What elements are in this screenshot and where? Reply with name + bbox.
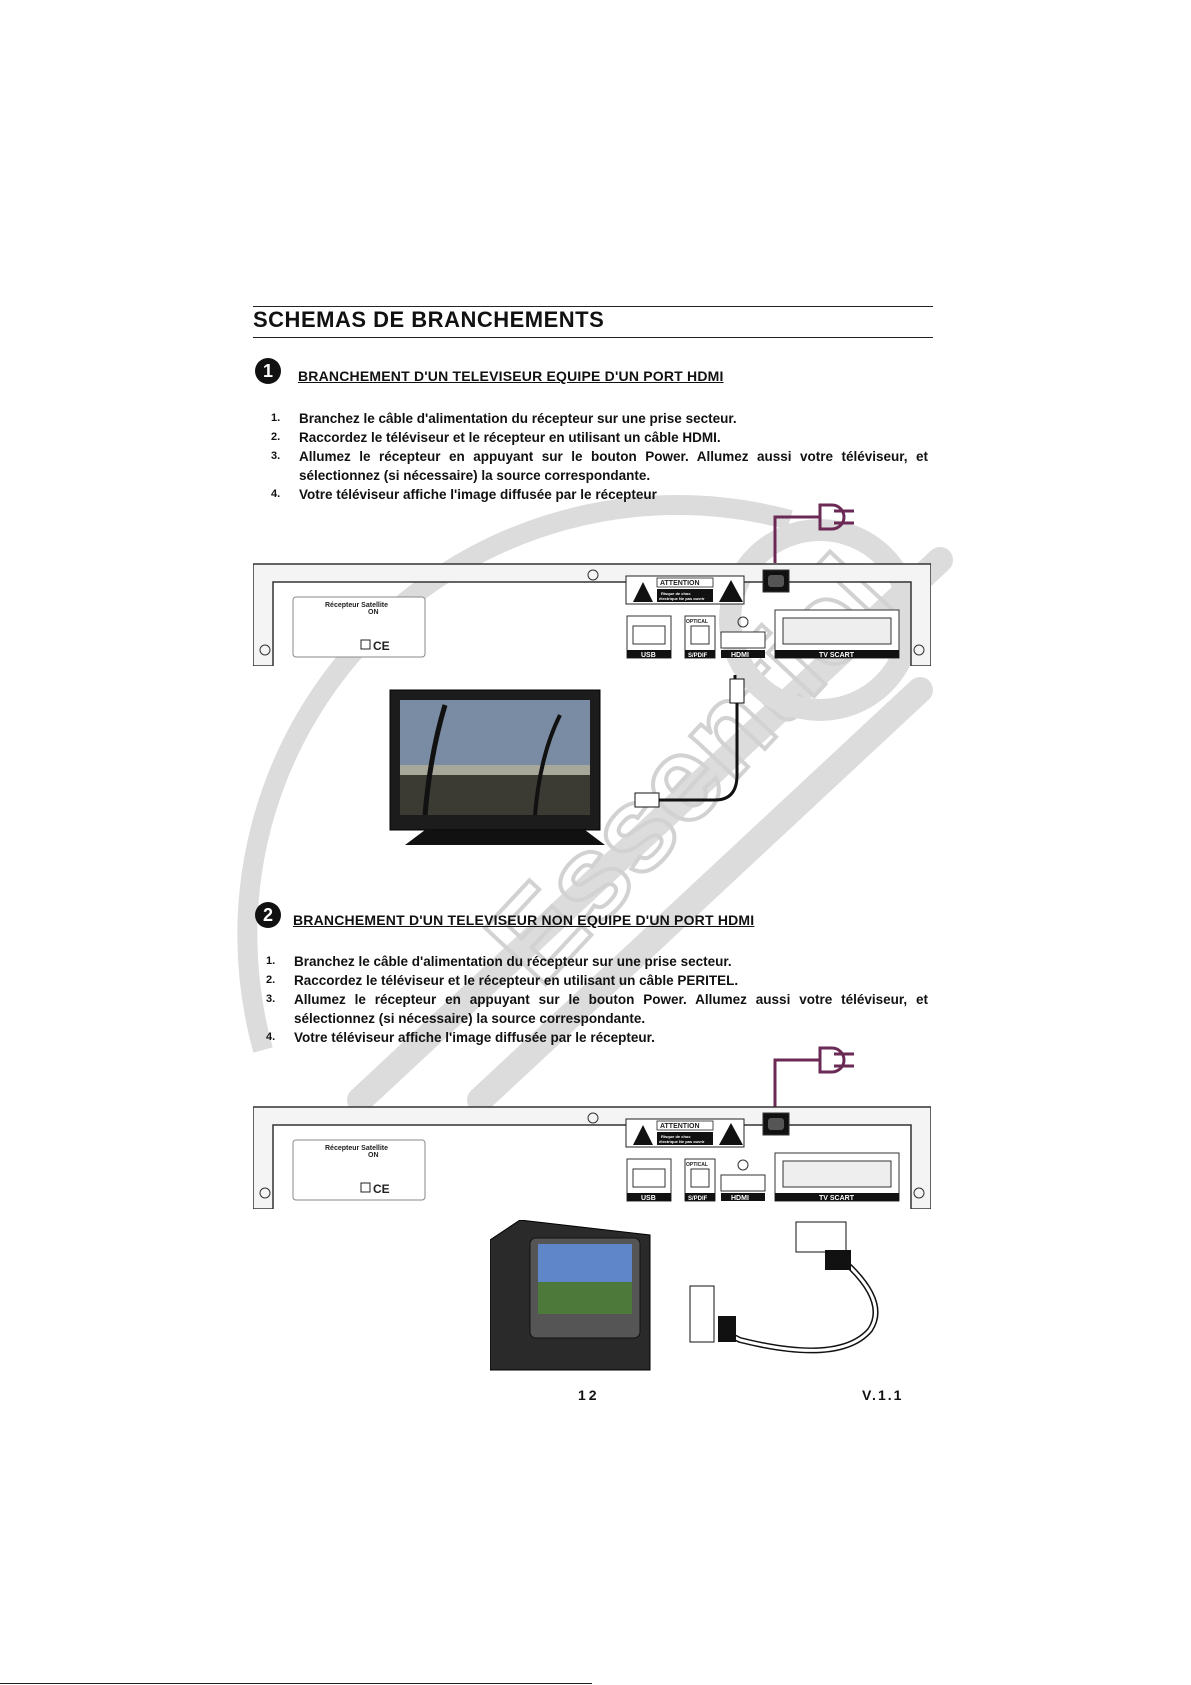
title-bottom-rule xyxy=(253,337,933,338)
power-plug-icon xyxy=(773,503,854,563)
svg-text:Récepteur Satellite: Récepteur Satellite xyxy=(325,1145,388,1152)
list-item: 2.Raccordez le téléviseur et le récepteu… xyxy=(271,430,721,445)
page-title: SCHEMAS DE BRANCHEMENTS xyxy=(253,307,605,332)
port-hdmi-label: HDMI xyxy=(731,652,749,659)
power-plug-icon xyxy=(773,1046,854,1108)
ce-mark: CE xyxy=(373,639,390,653)
svg-text:ON: ON xyxy=(368,1152,379,1159)
svg-text:électrique Ne pas ouvrir: électrique Ne pas ouvrir xyxy=(659,1139,705,1144)
bottom-rule xyxy=(0,1683,592,1684)
crt-tv-illustration xyxy=(490,1220,879,1371)
svg-text:HDMI: HDMI xyxy=(731,1195,749,1202)
svg-text:S/PDIF: S/PDIF xyxy=(688,1196,708,1202)
list-item: 3.Allumez le récepteur en appuyant sur l… xyxy=(271,449,928,483)
list-item: 1.Branchez le câble d'alimentation du ré… xyxy=(266,954,732,969)
receiver-label-on: ON xyxy=(368,609,379,616)
section-2-title: BRANCHEMENT D'UN TELEVISEUR NON EQUIPE D… xyxy=(293,912,755,928)
title-top-rule xyxy=(253,306,933,307)
list-item: 1.Branchez le câble d'alimentation du ré… xyxy=(271,411,737,426)
svg-text:OPTICAL: OPTICAL xyxy=(686,1162,708,1168)
section-2-badge: 2 xyxy=(255,902,281,928)
list-item: 4.Votre téléviseur affiche l'image diffu… xyxy=(266,1030,655,1045)
port-optical-label: OPTICAL xyxy=(686,619,708,625)
svg-text:Risque de choc: Risque de choc xyxy=(661,591,691,596)
version-label: V.1.1 xyxy=(862,1387,904,1403)
svg-text:ATTENTION: ATTENTION xyxy=(660,1123,700,1130)
flat-tv-illustration xyxy=(389,675,745,845)
port-usb-label: USB xyxy=(641,652,656,659)
svg-text:TV SCART: TV SCART xyxy=(819,1195,855,1202)
receiver-back-panel: Récepteur Satellite ON CE ATTENTION Risq… xyxy=(252,1105,932,1210)
section-2-steps: 1.Branchez le câble d'alimentation du ré… xyxy=(266,952,928,1047)
list-item: 2.Raccordez le téléviseur et le récepteu… xyxy=(266,973,739,988)
attention-title: ATTENTION xyxy=(660,580,700,587)
receiver-back-panel: Récepteur Satellite ON CE ATTENTION Risq… xyxy=(252,562,932,667)
page-number: 12 xyxy=(578,1387,600,1403)
list-item: 4.Votre téléviseur affiche l'image diffu… xyxy=(271,487,657,502)
svg-text:CE: CE xyxy=(373,1182,390,1196)
section-1-badge: 1 xyxy=(255,358,281,384)
svg-text:Risque de choc: Risque de choc xyxy=(661,1134,691,1139)
section-1-steps: 1.Branchez le câble d'alimentation du ré… xyxy=(271,409,928,504)
section-1-title: BRANCHEMENT D'UN TELEVISEUR EQUIPE D'UN … xyxy=(298,368,724,384)
svg-text:USB: USB xyxy=(641,1195,656,1202)
svg-text:électrique Ne pas ouvrir: électrique Ne pas ouvrir xyxy=(659,596,705,601)
list-item: 3.Allumez le récepteur en appuyant sur l… xyxy=(266,992,928,1026)
port-scart-label: TV SCART xyxy=(819,652,855,659)
receiver-label-title: Récepteur Satellite xyxy=(325,602,388,609)
port-spdif-label: S/PDIF xyxy=(688,653,708,659)
